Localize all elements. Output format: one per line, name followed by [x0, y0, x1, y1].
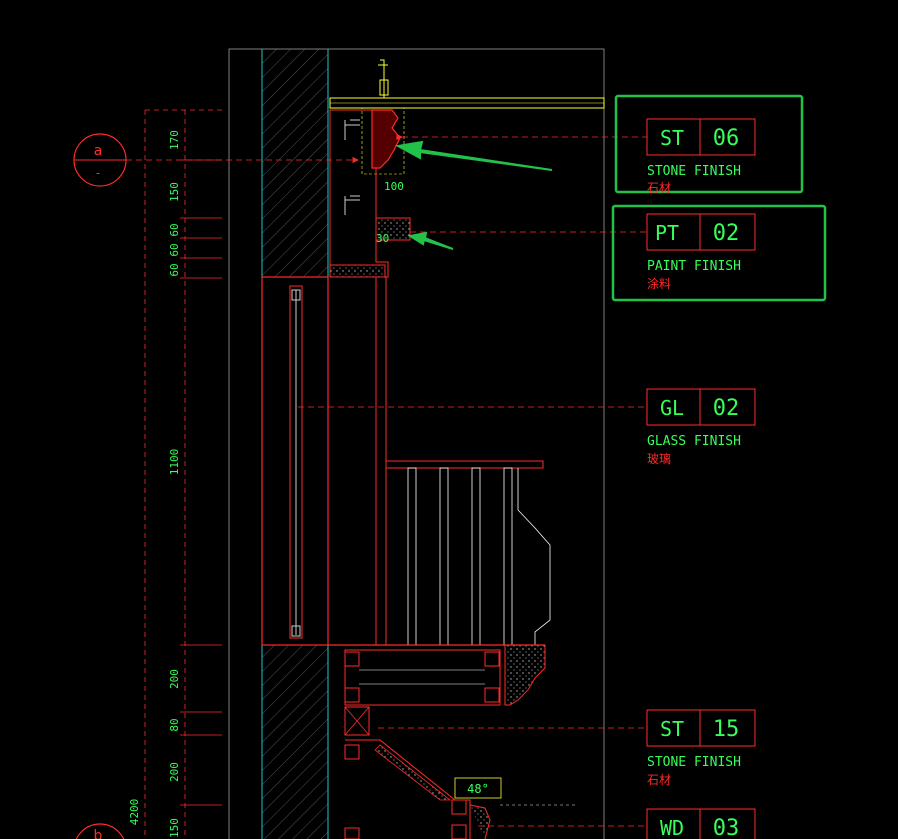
arrow-icon	[394, 140, 553, 171]
ledge-profile	[504, 644, 546, 706]
tag-code: WD	[660, 816, 684, 839]
window-hinge-top	[291, 289, 301, 301]
section-marker-a: a -	[73, 133, 359, 187]
balustrade-scroll	[517, 468, 551, 645]
cross-block	[344, 706, 370, 736]
section-marker-a-top: a	[94, 143, 103, 159]
bracket-lower	[344, 195, 360, 215]
dimension-chain	[144, 109, 222, 839]
soffit-profile-hatch	[374, 744, 452, 801]
dim-4200: 4200	[128, 799, 141, 826]
joist-upper	[344, 649, 501, 706]
section-marker-b-top: b	[94, 828, 103, 839]
highlight-arrows	[394, 140, 553, 250]
lower-block-2	[344, 827, 360, 839]
cornice-frame	[361, 107, 405, 175]
soffit-profile	[345, 739, 471, 839]
tag-code: ST	[660, 126, 684, 150]
dim-200-a: 200	[168, 669, 181, 689]
material-tag-st15: ST 15 STONE FINISH 石材	[646, 709, 756, 787]
section-marker-b: b	[75, 823, 125, 839]
tag-finish: GLASS FINISH	[647, 434, 741, 449]
material-tag-wd03: WD 03	[646, 808, 756, 839]
dim-80: 80	[168, 718, 181, 731]
material-tag-gl02: GL 02 GLASS FINISH 玻璃	[646, 388, 756, 466]
tag-code: PT	[655, 221, 679, 245]
tag-number: 02	[713, 396, 740, 421]
cross-block-x	[344, 706, 370, 736]
cornice-profile	[371, 109, 401, 169]
bracket-upper	[344, 119, 360, 140]
window-inner	[289, 285, 303, 639]
joist-block-3	[344, 687, 360, 703]
dim-1100: 1100	[168, 449, 181, 476]
tag-number: 03	[713, 816, 740, 839]
tag-finish: PAINT FINISH	[647, 259, 741, 274]
dim-30: 30	[376, 232, 389, 245]
lower-block-4	[451, 824, 467, 839]
tag-cn: 玻璃	[647, 452, 671, 466]
joist-block-1	[344, 651, 360, 667]
balusters	[407, 467, 513, 646]
wall-hatch-lower	[262, 645, 328, 839]
lower-molding	[469, 804, 491, 839]
material-tag-pt02: PT 02 PAINT FINISH 涂料	[646, 213, 756, 291]
dimension-ticks	[180, 159, 222, 806]
highlight-box-pt02	[611, 204, 827, 302]
dim-150: 150	[168, 182, 181, 202]
dim-150-b: 150	[168, 818, 181, 838]
tag-finish: STONE FINISH	[647, 164, 741, 179]
wall-hatch-upper	[262, 49, 328, 277]
tag-number: 02	[713, 221, 740, 246]
tag-cn: 石材	[647, 181, 671, 195]
tag-code: GL	[660, 396, 684, 420]
window-hinge-bottom	[291, 625, 301, 637]
tag-cn: 涂料	[647, 276, 671, 291]
arrow-icon	[407, 231, 454, 250]
material-tag-st06: ST 06 STONE FINISH 石材	[646, 118, 756, 195]
lower-block-1	[344, 744, 360, 760]
tag-number: 06	[713, 126, 740, 151]
angle-label: 48°	[467, 782, 489, 796]
dim-170: 170	[168, 130, 181, 150]
tag-code: ST	[660, 717, 684, 741]
joist-block-2	[484, 651, 500, 667]
dim-60-a: 60	[168, 223, 181, 236]
dim-60-c: 60	[168, 263, 181, 276]
leader-lines	[298, 133, 647, 827]
lower-block-3	[451, 799, 467, 815]
tag-number: 15	[713, 717, 740, 742]
section-marker-a-bottom: -	[96, 166, 100, 180]
ceiling-hanger	[378, 59, 389, 98]
joist-block-4	[484, 687, 500, 703]
dimension-labels: 170 150 60 60 60 60 1100 200 80 200 150 …	[128, 130, 181, 838]
angle-box	[454, 777, 502, 799]
drawing-frame	[228, 48, 605, 839]
dim-200-b: 200	[168, 762, 181, 782]
highlight-box-st06	[614, 94, 804, 194]
tag-cn: 石材	[647, 773, 671, 787]
handrail	[385, 460, 544, 469]
dim-100: 100	[384, 180, 404, 193]
sill-upper	[329, 264, 386, 278]
window-frame	[261, 276, 329, 646]
tag-finish: STONE FINISH	[647, 755, 741, 770]
dim-60-b: 60	[168, 243, 181, 256]
